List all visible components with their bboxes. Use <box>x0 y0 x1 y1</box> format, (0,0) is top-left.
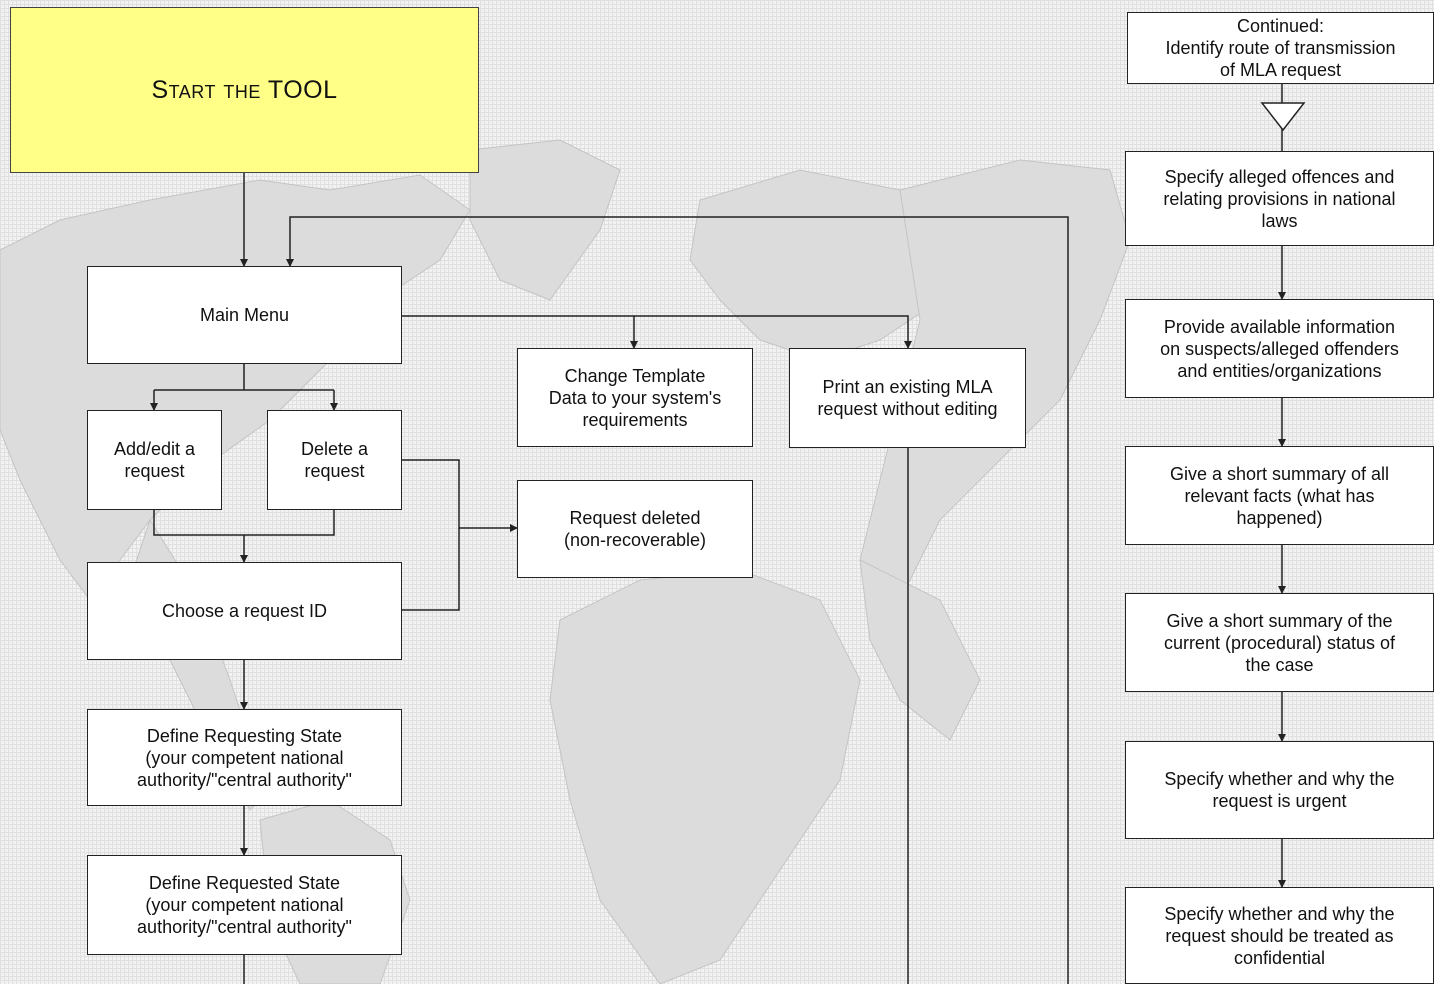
define-requested-state-node[interactable]: Define Requested State (your competent n… <box>87 855 402 955</box>
change-template-data-node[interactable]: Change Template Data to your system's re… <box>517 348 753 447</box>
urgent-request-node[interactable]: Specify whether and why the request is u… <box>1125 741 1434 839</box>
request-deleted-node[interactable]: Request deleted (non-recoverable) <box>517 480 753 578</box>
edge-delete-to-request-deleted <box>402 459 518 532</box>
delete-request-node[interactable]: Delete a request <box>267 410 402 510</box>
add-edit-request-node[interactable]: Add/edit a request <box>87 410 222 510</box>
edge-main-menu-to-change-template <box>402 315 638 349</box>
main-menu-node[interactable]: Main Menu <box>87 266 402 364</box>
edge-loop-return-to-main-menu <box>286 216 1069 984</box>
edge-main-menu-to-print-existing <box>634 315 912 349</box>
greenland-landmass <box>469 139 621 301</box>
edge-add-edit-down <box>153 510 335 536</box>
choose-request-id-node[interactable]: Choose a request ID <box>87 562 402 660</box>
edge-main-menu-to-add-edit <box>154 389 334 410</box>
status-summary-node[interactable]: Give a short summary of the current (pro… <box>1125 593 1434 692</box>
start-tool-node[interactable]: Start the TOOL <box>10 7 479 173</box>
facts-summary-node[interactable]: Give a short summary of all relevant fac… <box>1125 446 1434 545</box>
define-requesting-state-node[interactable]: Define Requesting State (your competent … <box>87 709 402 806</box>
confidential-request-node[interactable]: Specify whether and why the request shou… <box>1125 887 1434 984</box>
suspects-info-node[interactable]: Provide available information on suspect… <box>1125 299 1434 398</box>
print-existing-request-node[interactable]: Print an existing MLA request without ed… <box>789 348 1026 448</box>
alleged-offences-node[interactable]: Specify alleged offences and relating pr… <box>1125 151 1434 246</box>
edge-choose-id-to-request-deleted <box>402 528 460 611</box>
continued-route-node[interactable]: Continued: Identify route of transmissio… <box>1127 12 1434 84</box>
merge-triangle-icon <box>1260 102 1306 132</box>
arabia-landmass <box>859 559 981 741</box>
